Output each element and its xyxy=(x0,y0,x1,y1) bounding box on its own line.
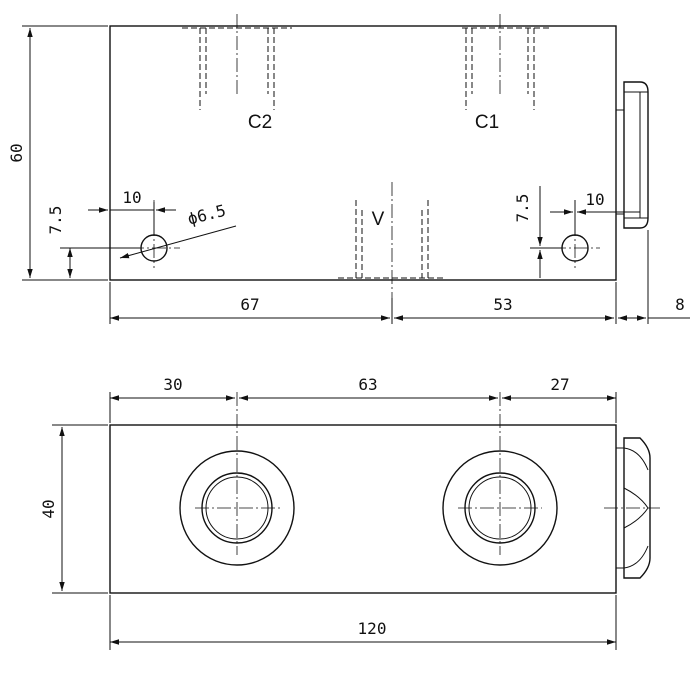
dim-120-text: 120 xyxy=(358,619,387,638)
label-c2: C2 xyxy=(248,112,272,133)
dim-top-chain xyxy=(109,392,617,423)
dim-right-10-text: 10 xyxy=(585,190,604,209)
port-c2 xyxy=(182,14,292,110)
dim-bottom-chain xyxy=(109,230,690,324)
label-v: V xyxy=(372,209,385,230)
dim-left-7-5-text: 7.5 xyxy=(46,206,65,235)
dim-height-60-text: 60 xyxy=(7,143,26,162)
port-c1 xyxy=(462,14,552,110)
dim-hole-diameter-text: ϕ6.5 xyxy=(186,201,228,229)
dim-63-text: 63 xyxy=(358,375,377,394)
dim-left-10 xyxy=(88,202,176,236)
dim-67-text: 67 xyxy=(240,295,259,314)
dim-total-120 xyxy=(109,595,617,650)
dim-left-7-5 xyxy=(60,247,140,278)
top-view: C2 C1 V xyxy=(7,14,690,324)
hex-fitting-top xyxy=(615,81,649,229)
port-bottom-right xyxy=(442,392,558,566)
dim-30-text: 30 xyxy=(163,375,182,394)
dim-height-60 xyxy=(22,25,108,281)
bottom-view: 30 63 27 40 120 xyxy=(39,375,660,650)
dim-53-text: 53 xyxy=(493,295,512,314)
dim-right-7-5-text: 7.5 xyxy=(513,194,532,223)
port-bottom-left xyxy=(179,392,295,566)
dim-right-7-5 xyxy=(530,186,562,278)
dim-27-text: 27 xyxy=(550,375,569,394)
label-c1: C1 xyxy=(475,112,499,133)
dim-right-10 xyxy=(550,200,640,236)
dim-height-40 xyxy=(52,424,108,594)
port-v xyxy=(338,182,446,298)
dim-hole-diameter xyxy=(119,225,237,259)
dim-40-text: 40 xyxy=(39,499,58,518)
dim-8-text: 8 xyxy=(675,295,685,314)
bottom-view-body xyxy=(109,424,617,594)
dim-left-10-text: 10 xyxy=(122,188,141,207)
hex-fitting-bottom xyxy=(604,437,660,579)
